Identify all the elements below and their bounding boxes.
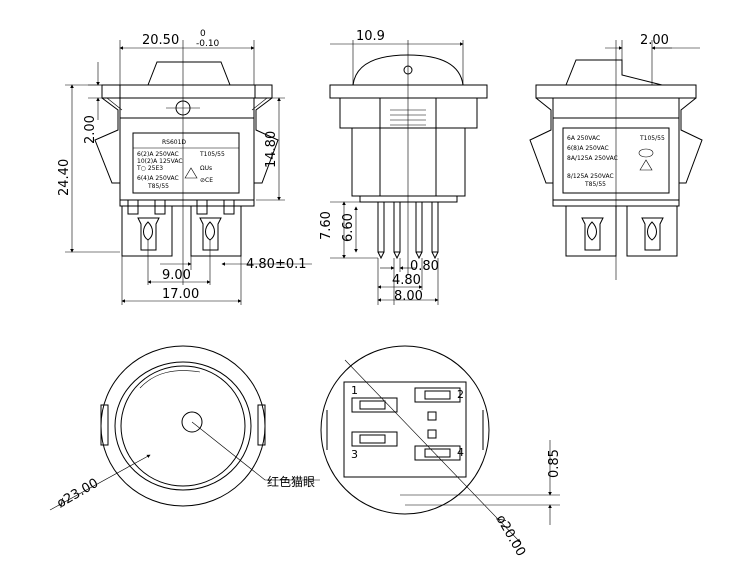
dim-base-offset: 0.85 — [547, 449, 562, 478]
bezel-side — [329, 84, 488, 99]
front-terminals — [121, 199, 242, 257]
dim-body-height: 14.80 — [264, 131, 279, 168]
rating-text: T85/55 — [147, 183, 169, 190]
dim-small-height: 2.00 — [83, 115, 98, 144]
pin-label-3: 3 — [351, 448, 358, 461]
right-terminals — [565, 205, 678, 257]
ce-mark: ⊘CE — [200, 177, 213, 184]
cert-logo: ΩUs — [200, 165, 212, 172]
back-terminals — [351, 387, 461, 461]
front-view: RS601D 6(2)A 250VAC 10(2)A 125VAC T105/5… — [57, 29, 312, 305]
dim-side-pin-length: 7.60 — [319, 211, 334, 240]
dim-terminal-span: 17.00 — [162, 287, 199, 302]
red-eye-indicator — [181, 411, 203, 433]
rating-text: T105/55 — [639, 135, 665, 142]
pin-label-1: 1 — [351, 384, 358, 397]
rating-text: 6(4)A 250VAC — [137, 175, 179, 182]
warning-icon — [184, 167, 198, 179]
dim-side-pin-length2: 6.60 — [341, 213, 356, 242]
dim-total-height: 24.40 — [57, 159, 72, 196]
dim-pin-width: 4.80 — [392, 273, 421, 288]
round-front-view: 红色猫眼 ø23.00 — [49, 345, 320, 512]
dim-terminal-width: 4.80±0.1 — [246, 257, 307, 272]
right-view: 2.00 6A 250VAC 6(8)A 250VAC 8A/125A 250V… — [529, 33, 703, 280]
bezel — [101, 84, 273, 99]
dim-terminal-pitch: 9.00 — [162, 268, 191, 283]
dim-front-width: 20.50 — [142, 33, 179, 48]
rating-label — [132, 132, 240, 194]
back-outer — [320, 345, 490, 515]
dim-bezel-diameter: ø23.00 — [55, 476, 102, 512]
warning-icon — [639, 159, 653, 171]
rating-text: T○ 25E3 — [136, 165, 163, 172]
rating-text: 6A 250VAC — [567, 135, 600, 142]
rating-text: 6(8)A 250VAC — [567, 145, 609, 152]
rating-text: 6(2)A 250VAC — [137, 151, 179, 158]
rating-text: T85/55 — [584, 181, 606, 188]
cqc-logo — [638, 148, 654, 158]
dim-pin-span: 8.00 — [394, 289, 423, 304]
dim-panel-diameter: ø20.00 — [493, 513, 529, 560]
model-label: RS601D — [162, 139, 186, 146]
rating-text: 8/125A 250VAC — [567, 173, 614, 180]
side-pins — [377, 201, 439, 260]
rating-text: T105/55 — [199, 151, 225, 158]
svg-text:-0.10: -0.10 — [196, 39, 220, 49]
rating-text: 10(2)A 125VAC — [137, 158, 183, 165]
back-body — [343, 381, 467, 478]
rating-text: 8A/125A 250VAC — [567, 155, 618, 162]
rocker-tilted — [565, 59, 663, 86]
rocker-cap — [147, 61, 231, 86]
side-view: 10.9 7.60 6.60 0.80 4.80 8.00 — [319, 29, 488, 305]
red-eye-label: 红色猫眼 — [267, 474, 315, 489]
svg-text:0: 0 — [200, 29, 206, 39]
round-back-view: 1 2 3 4 ø20.00 0.85 — [320, 345, 562, 560]
dim-right-step: 2.00 — [640, 33, 669, 48]
dim-side-width: 10.9 — [356, 29, 385, 44]
dim-pin-thickness: 0.80 — [410, 259, 439, 274]
